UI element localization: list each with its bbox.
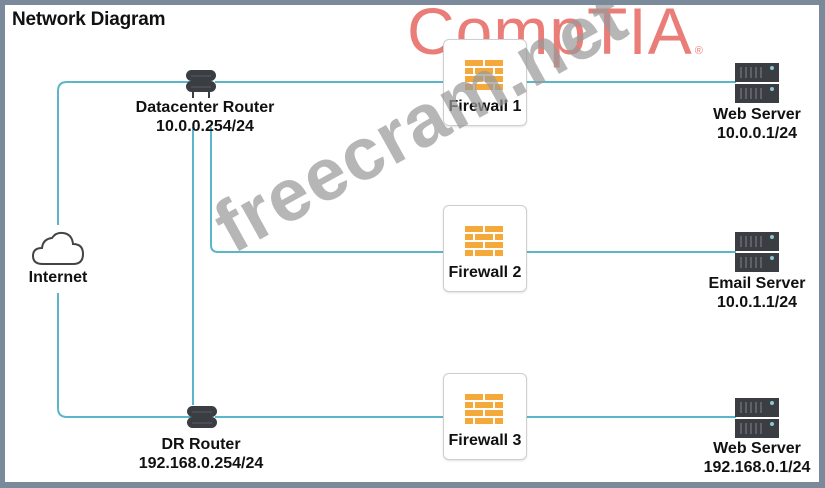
dr-router-ip: 192.168.0.254/24 xyxy=(138,455,264,472)
server-icon[interactable] xyxy=(735,398,779,438)
datacenter-router-name: Datacenter Router xyxy=(135,99,275,116)
firewall-2-label: Firewall 2 xyxy=(448,264,522,281)
datacenter-router-ip: 10.0.0.254/24 xyxy=(156,118,254,135)
link-datacenter-router-firewall-2 xyxy=(210,127,443,253)
internet-label: Internet xyxy=(28,269,88,286)
firewall-icon xyxy=(465,60,503,90)
firewall-icon xyxy=(465,226,503,256)
firewall-3[interactable]: Firewall 3 xyxy=(443,373,527,460)
web-server-1-ip: 10.0.0.1/24 xyxy=(716,125,798,142)
web-server-1-label: Web Server 10.0.0.1/24 xyxy=(713,105,801,143)
server-icon[interactable] xyxy=(735,63,779,103)
web-server-2-name: Web Server xyxy=(713,440,801,457)
firewall-2[interactable]: Firewall 2 xyxy=(443,205,527,292)
firewall-1-label: Firewall 1 xyxy=(448,98,522,115)
datacenter-router-label: Datacenter Router 10.0.0.254/24 xyxy=(136,98,275,136)
link-internet-dr-router xyxy=(57,293,193,418)
web-server-2-label: Web Server 192.168.0.1/24 xyxy=(704,439,811,477)
dr-router-label: DR Router 192.168.0.254/24 xyxy=(139,435,264,473)
web-server-2-ip: 192.168.0.1/24 xyxy=(703,459,811,476)
firewall-3-label: Firewall 3 xyxy=(448,432,522,449)
link-internet-datacenter-router xyxy=(57,81,193,225)
router-icon[interactable] xyxy=(185,68,217,100)
email-server-name: Email Server xyxy=(708,275,806,292)
cloud-icon xyxy=(31,231,85,265)
diagram-canvas: Network Diagram CompTIA® Internet Datace… xyxy=(5,5,819,482)
email-server-label: Email Server 10.0.1.1/24 xyxy=(709,274,806,312)
email-server-ip: 10.0.1.1/24 xyxy=(716,294,798,311)
network-links xyxy=(57,81,736,418)
web-server-1-name: Web Server xyxy=(713,106,801,123)
server-icon[interactable] xyxy=(735,232,779,272)
registered-mark: ® xyxy=(694,45,704,57)
firewall-1[interactable]: Firewall 1 xyxy=(443,39,527,126)
firewall-icon xyxy=(465,394,503,424)
dr-router-name: DR Router xyxy=(161,436,241,453)
router-icon[interactable] xyxy=(186,404,218,432)
page-title: Network Diagram xyxy=(12,9,166,30)
